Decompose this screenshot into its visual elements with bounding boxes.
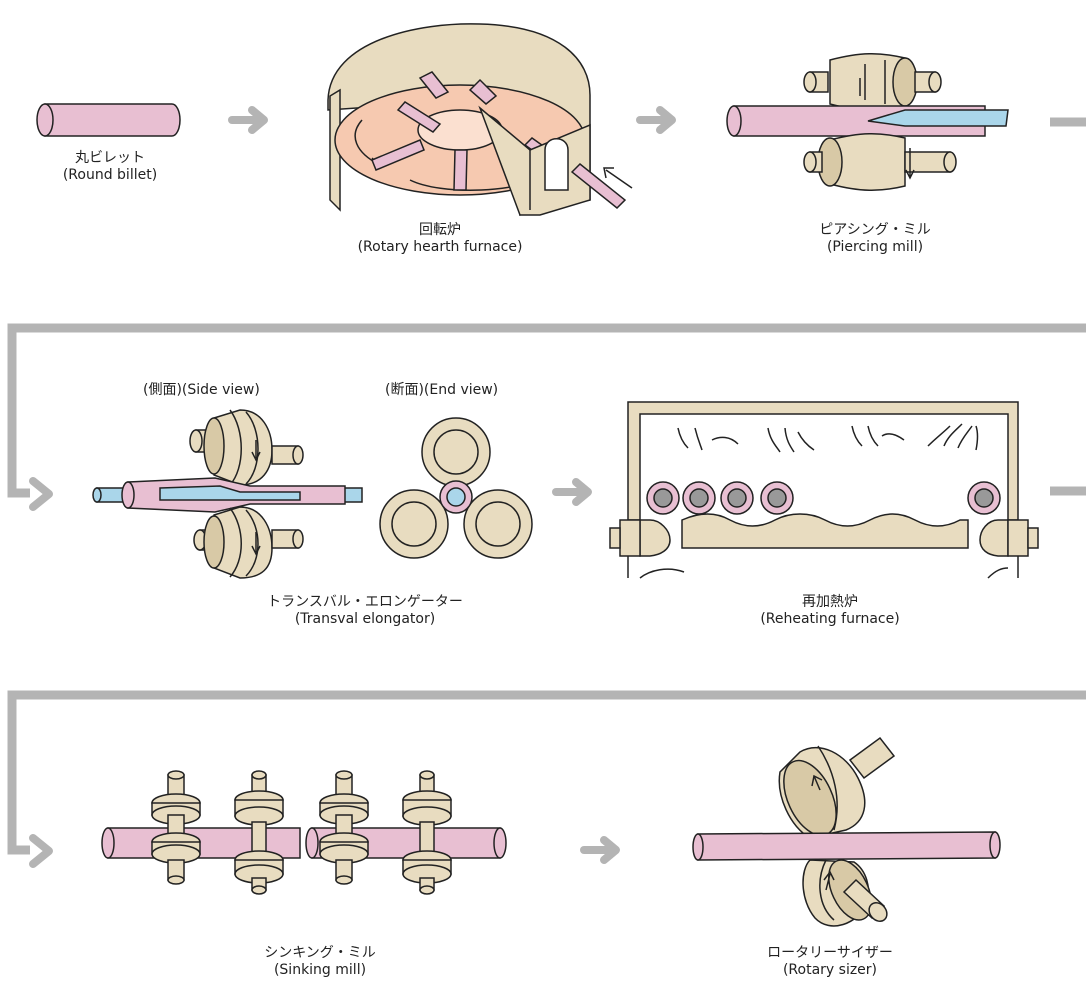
label-transval-elongator-en: (Transval elongator) <box>250 611 480 628</box>
label-sinking-mill: シンキング・ミル (Sinking mill) <box>250 945 390 979</box>
rotary-hearth-furnace <box>328 24 632 215</box>
label-sinking-mill-en: (Sinking mill) <box>250 962 390 979</box>
rotary-sizer <box>693 738 1000 927</box>
label-piercing-mill: ピアシング・ミル (Piercing mill) <box>800 222 950 256</box>
step-arrow-3 <box>556 482 588 502</box>
reheating-furnace <box>610 402 1038 578</box>
label-sinking-mill-jp: シンキング・ミル <box>250 945 390 962</box>
transval-elongator-end-view <box>380 418 532 558</box>
label-reheating-furnace-jp: 再加熱炉 <box>740 594 920 611</box>
piercing-mill <box>727 54 1008 191</box>
label-side-view: (側面)(Side view) <box>143 382 260 399</box>
label-rotary-hearth: 回転炉 (Rotary hearth furnace) <box>330 222 550 256</box>
label-rotary-sizer-jp: ロータリーサイザー <box>755 945 905 962</box>
label-rotary-hearth-jp: 回転炉 <box>330 222 550 239</box>
step-arrow-1 <box>232 110 264 130</box>
label-piercing-mill-en: (Piercing mill) <box>800 239 950 256</box>
label-reheating-furnace: 再加熱炉 (Reheating furnace) <box>740 594 920 628</box>
label-reheating-furnace-en: (Reheating furnace) <box>740 611 920 628</box>
round-billet <box>37 104 180 136</box>
label-rotary-sizer-en: (Rotary sizer) <box>755 962 905 979</box>
label-round-billet-jp: 丸ビレット <box>45 150 175 167</box>
label-piercing-mill-jp: ピアシング・ミル <box>800 222 950 239</box>
label-end-view: (断面)(End view) <box>385 382 498 399</box>
label-transval-elongator: トランスバル・エロンゲーター (Transval elongator) <box>250 594 480 628</box>
step-arrow-4 <box>584 840 616 860</box>
step-arrow-2 <box>640 110 672 130</box>
label-rotary-hearth-en: (Rotary hearth furnace) <box>330 239 550 256</box>
label-round-billet: 丸ビレット (Round billet) <box>45 150 175 184</box>
label-transval-elongator-jp: トランスバル・エロンゲーター <box>250 594 480 611</box>
label-round-billet-en: (Round billet) <box>45 167 175 184</box>
label-rotary-sizer: ロータリーサイザー (Rotary sizer) <box>755 945 905 979</box>
transval-elongator-side-view <box>93 410 362 578</box>
sinking-mill <box>102 771 506 894</box>
